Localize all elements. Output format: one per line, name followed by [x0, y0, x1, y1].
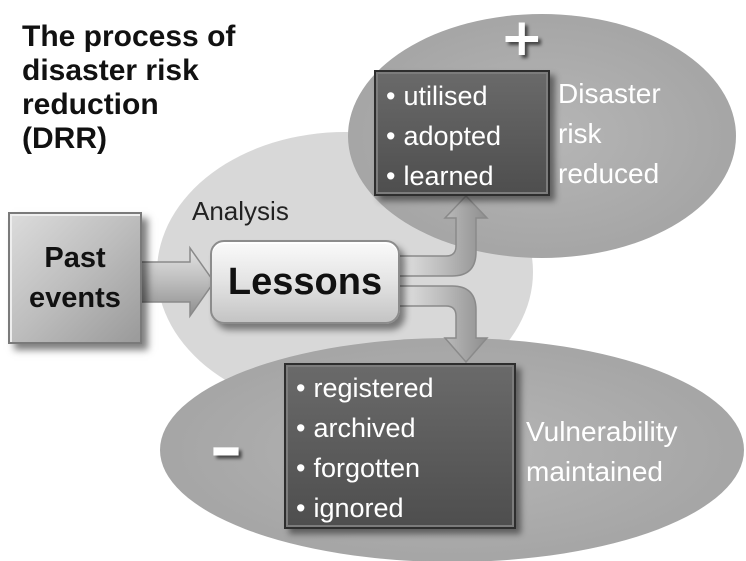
minus-icon: –	[210, 411, 242, 485]
analysis-label: Analysis	[192, 196, 289, 226]
positive-outcomes-box: utilised adopted learned	[374, 70, 550, 196]
lessons-label: Lessons	[227, 260, 383, 303]
past-events-box: Past events	[8, 212, 142, 344]
title-line: reduction	[22, 88, 159, 121]
list-item: learned	[386, 156, 548, 196]
label-line: reduced	[558, 158, 660, 189]
arrow-lessons-to-negative	[397, 285, 489, 364]
list-item: utilised	[386, 76, 548, 116]
list-item: ignored	[296, 488, 514, 528]
label-line: risk	[558, 118, 602, 149]
label-line: Vulnerability	[526, 416, 678, 447]
arrow-past-to-lessons	[139, 245, 215, 319]
arrow-lessons-to-positive	[397, 194, 489, 277]
diagram-title: The process of disaster risk reduction (…	[22, 20, 282, 156]
plus-icon: +	[500, 8, 544, 68]
past-events-line: Past	[44, 242, 106, 274]
title-line: (DRR)	[22, 122, 107, 155]
title-line: disaster risk	[22, 54, 199, 87]
lessons-box: Lessons	[210, 240, 400, 324]
disaster-risk-reduced-label: Disaster risk reduced	[558, 74, 661, 194]
title-line: The process of	[22, 20, 236, 53]
negative-outcomes-box: registered archived forgotten ignored	[284, 363, 516, 529]
list-item: adopted	[386, 116, 548, 156]
list-item: archived	[296, 408, 514, 448]
vulnerability-maintained-label: Vulnerability maintained	[526, 412, 677, 492]
list-item: forgotten	[296, 448, 514, 488]
label-line: maintained	[526, 456, 663, 487]
list-item: registered	[296, 368, 514, 408]
past-events-line: events	[29, 282, 121, 314]
label-line: Disaster	[558, 78, 661, 109]
